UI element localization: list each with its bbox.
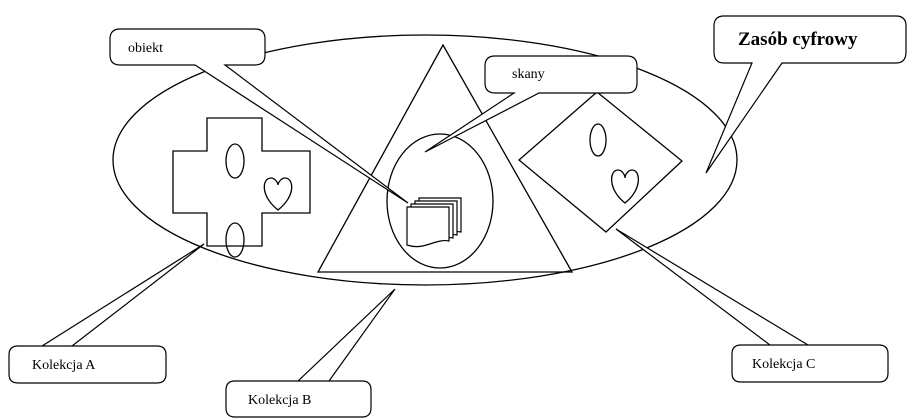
- label-kolekcja-c: Kolekcja C: [752, 357, 815, 372]
- scans-circle: [386, 133, 494, 269]
- collection-c-diamond: [517, 91, 683, 233]
- callout-skany: [424, 55, 638, 153]
- callout-kolekcja-a: [8, 243, 205, 384]
- label-obiekt: obiekt: [128, 41, 163, 56]
- digital-resource-ellipse: [112, 34, 738, 286]
- collection-b-triangle: [316, 43, 574, 273]
- callout-obiekt: [109, 28, 409, 204]
- label-kolekcja-a: Kolekcja A: [32, 358, 96, 373]
- callout-zasob-cyfrowy: [705, 15, 907, 174]
- collection-a-heart: [263, 177, 293, 211]
- collection-a-oval-top: [225, 143, 245, 179]
- label-skany: skany: [512, 67, 545, 82]
- collection-a-cross: [172, 117, 311, 247]
- callout-kolekcja-b: [225, 288, 396, 418]
- collection-c-heart: [611, 169, 639, 204]
- callout-kolekcja-c: [615, 228, 889, 383]
- document-stack-icon: [406, 197, 462, 248]
- collection-c-oval: [589, 123, 607, 157]
- label-zasob-cyfrowy: Zasób cyfrowy: [738, 29, 858, 50]
- collection-a-oval-bottom: [225, 222, 245, 258]
- label-kolekcja-b: Kolekcja B: [248, 393, 311, 408]
